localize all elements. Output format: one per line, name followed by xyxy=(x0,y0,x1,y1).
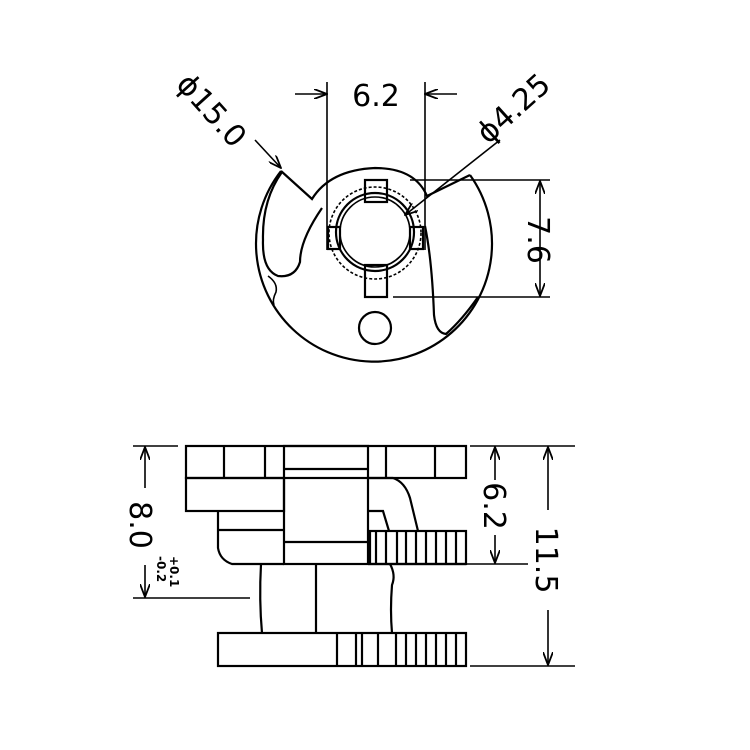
center-block xyxy=(282,444,370,566)
dim-outer-diameter: ϕ15.0 xyxy=(169,67,253,155)
top-view: 6.2 ϕ15.0 ϕ4.25 7.6 xyxy=(169,67,558,363)
dim-bore-diameter: ϕ4.25 xyxy=(470,67,558,151)
side-view: 8.0 +0.1 -0.2 6.2 11.5 xyxy=(122,444,575,668)
top-key-slot xyxy=(363,178,389,204)
dim-height: 8.0 xyxy=(122,501,157,549)
dim-key-width: 6.2 xyxy=(352,79,400,114)
top-flange xyxy=(184,444,468,480)
key-notch xyxy=(280,166,471,201)
left-notch xyxy=(267,275,278,306)
small-hole xyxy=(357,310,393,346)
right-cam-lobe xyxy=(423,225,479,336)
left-lower-block xyxy=(216,511,284,566)
tol-upper: +0.1 xyxy=(167,556,181,587)
shaft-left xyxy=(259,563,264,634)
bore-circle xyxy=(339,196,411,268)
dim-gear-height: 6.2 xyxy=(476,482,511,530)
hub-circle xyxy=(334,191,416,273)
upper-gear-teeth xyxy=(368,529,468,566)
bottom-key-slot xyxy=(363,263,389,299)
shaft-right xyxy=(389,563,395,634)
left-tab xyxy=(326,225,342,251)
outer-contour xyxy=(254,170,494,363)
bottom-flange xyxy=(216,631,468,668)
dim-total-height: 11.5 xyxy=(528,527,563,594)
gear-ring xyxy=(328,186,422,280)
right-tab xyxy=(408,225,425,251)
dim-key-depth: 7.6 xyxy=(520,216,555,264)
left-cam-lobe xyxy=(261,171,323,278)
left-block xyxy=(184,476,286,513)
arm-curve xyxy=(368,476,420,532)
tol-lower: -0.2 xyxy=(154,556,168,582)
